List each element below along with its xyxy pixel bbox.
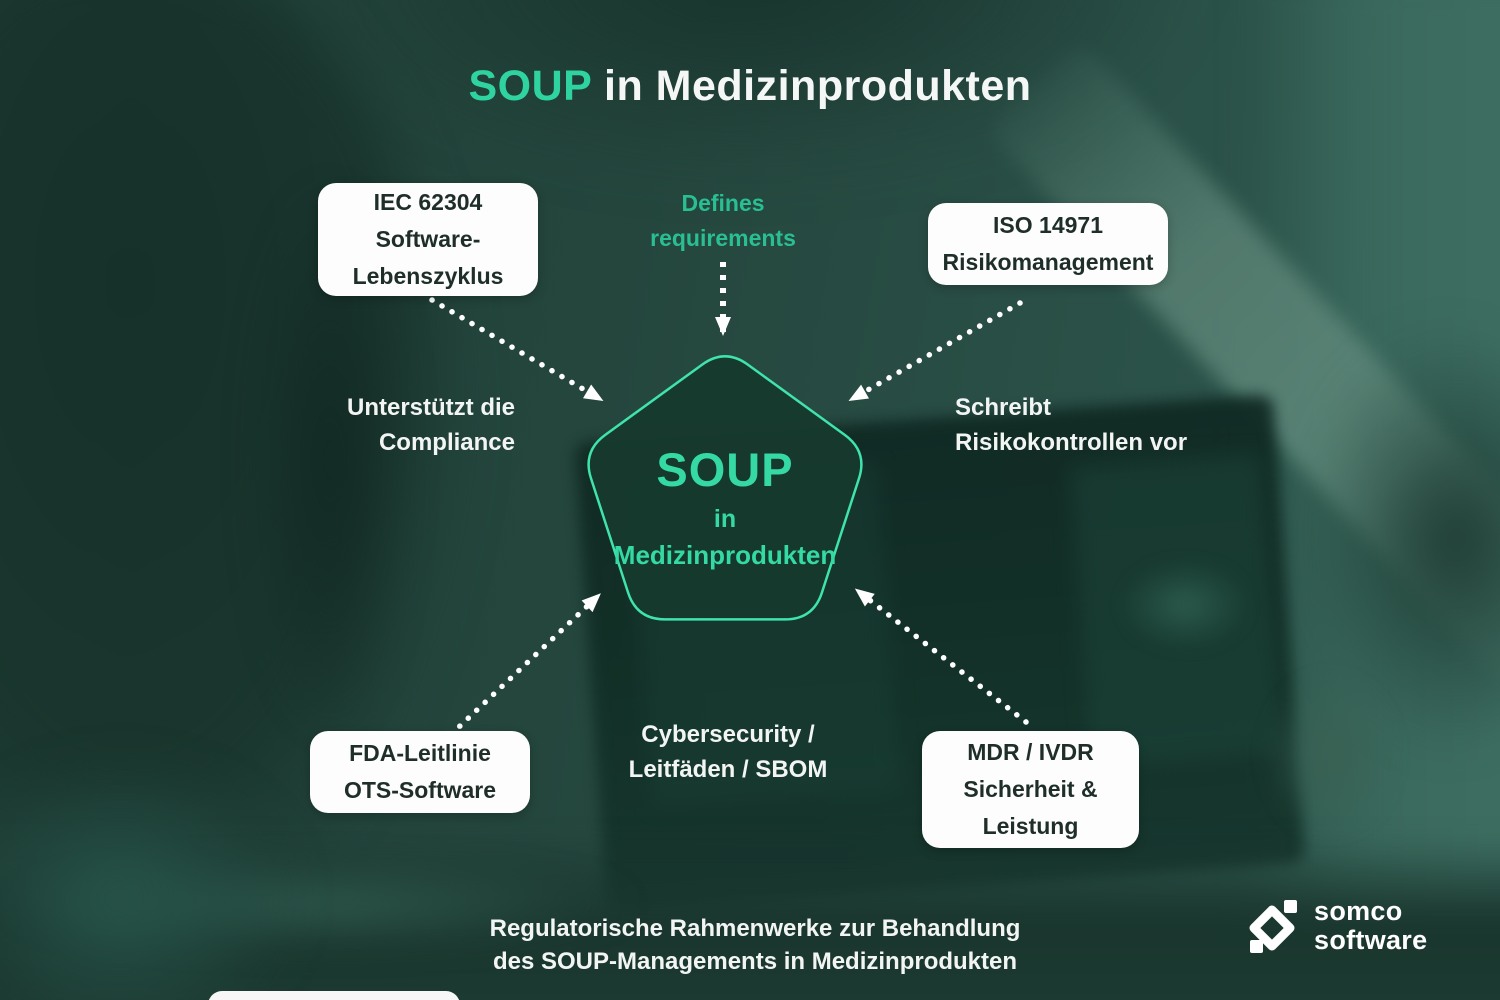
label-unterstuetzt-compliance: Unterstützt die Compliance [290,390,515,460]
card-iso-14971: ISO 14971 Risikomanagement [928,203,1168,285]
pentagon-label-line1: SOUP [656,442,794,496]
brain-scan-shape [1120,560,1250,650]
arrow-iso-to-center [848,300,1023,402]
label-right-line2: Risikokontrollen vor [955,429,1188,456]
card-iso-line1: ISO 14971 [993,212,1103,238]
somco-logo-text: somco software [1314,897,1427,955]
card-iec-line2: Software- [375,226,481,252]
card-iec-62304: IEC 62304 Software- Lebenszyklus [318,183,538,296]
cup-shape [1270,680,1390,830]
cutoff-card-bottom [208,991,460,1000]
pentagon-shape [587,355,863,621]
arrow-mdr-to-center [854,588,1029,725]
arrow-iec-to-center [429,297,604,402]
somco-logo-line2: software [1314,925,1428,955]
label-bottom-line2: Leitfäden / SBOM [628,756,828,783]
label-defines-line1: Defines [681,190,765,216]
card-fda-line2: OTS-Software [343,777,497,803]
card-mdr-ivdr: MDR / IVDR Sicherheit & Leistung [922,731,1139,848]
center-pentagon: SOUP in Medizinprodukten [565,343,885,643]
card-iso-line2: Risikomanagement [942,249,1154,275]
label-right-line1: Schreibt [955,394,1052,421]
pentagon-label-line2: in [713,504,737,533]
footer-line2: des SOUP-Managements in Medizinprodukten [492,948,1018,975]
page-title-rest: in Medizinprodukten [604,62,1032,110]
card-iec-line3: Lebenszyklus [352,263,504,289]
arrow-fda-to-center [423,593,601,761]
card-mdr-line2: Sicherheit & [963,776,1098,802]
pentagon-label: SOUP in Medizinprodukten [565,343,885,643]
card-mdr-line3: Leistung [982,813,1079,839]
card-fda-leitlinie: FDA-Leitlinie OTS-Software [310,731,530,813]
label-defines-line2: requirements [650,225,796,251]
label-bottom-line1: Cybersecurity / [641,721,815,748]
somco-logo-icon [1249,900,1297,953]
footer-line1: Regulatorische Rahmenwerke zur Behandlun… [489,915,1021,942]
label-defines-requirements: Defines requirements [603,186,843,256]
label-schreibt-risikokontrollen: Schreibt Risikokontrollen vor [955,390,1235,460]
card-iec-line1: IEC 62304 [373,189,483,215]
page-title-highlight: SOUP [468,62,592,110]
card-mdr-line1: MDR / IVDR [967,739,1094,765]
page-title: SOUP in Medizinprodukten [0,62,1500,111]
card-fda-line1: FDA-Leitlinie [349,740,491,766]
label-left-line1: Unterstützt die [347,394,515,421]
footer-caption: Regulatorische Rahmenwerke zur Behandlun… [0,912,1500,978]
somco-logo-line1: somco [1314,896,1403,926]
pentagon-label-line3: Medizinprodukten [613,539,837,570]
label-left-line2: Compliance [378,429,515,456]
somco-software-logo: somco software [1248,897,1427,955]
label-cybersecurity-sbom: Cybersecurity / Leitfäden / SBOM [588,717,868,787]
